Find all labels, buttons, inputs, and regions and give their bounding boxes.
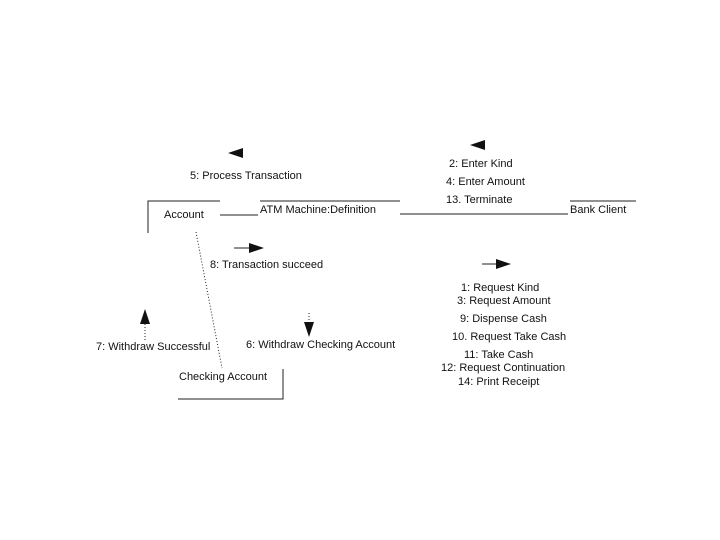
message-3: 3: Request Amount	[457, 295, 551, 307]
arrow-7-icon	[140, 309, 150, 324]
message-1: 1: Request Kind	[461, 282, 540, 294]
arrow-6-icon	[304, 322, 314, 337]
message-8: 8: Transaction succeed	[210, 259, 324, 271]
link-account-checking	[195, 231, 223, 369]
message-9: 9: Dispense Cash	[460, 313, 547, 325]
message-10: 10. Request Take Cash	[452, 331, 567, 343]
arrow-8-icon	[249, 243, 264, 253]
message-13: 13. Terminate	[446, 194, 513, 206]
arrow-1-icon	[496, 259, 511, 269]
account-box	[147, 200, 220, 233]
message-2: 2: Enter Kind	[449, 158, 513, 170]
atm-label: ATM Machine:Definition	[260, 204, 376, 216]
bank-client-label: Bank Client	[570, 204, 627, 216]
message-12: 12: Request Continuation	[441, 362, 566, 374]
account-label: Account	[164, 209, 204, 221]
message-7: 7: Withdraw Successful	[96, 341, 211, 353]
message-11: 11: Take Cash	[464, 349, 534, 361]
message-14: 14: Print Receipt	[458, 376, 540, 388]
arrow-2-icon	[470, 140, 485, 150]
checking-account-label: Checking Account	[179, 371, 268, 383]
checking-account-box	[178, 369, 284, 400]
message-6: 6: Withdraw Checking Account	[246, 339, 396, 351]
arrow-5-icon	[228, 148, 243, 158]
message-5: 5: Process Transaction	[190, 170, 302, 182]
message-4: 4: Enter Amount	[446, 176, 525, 188]
